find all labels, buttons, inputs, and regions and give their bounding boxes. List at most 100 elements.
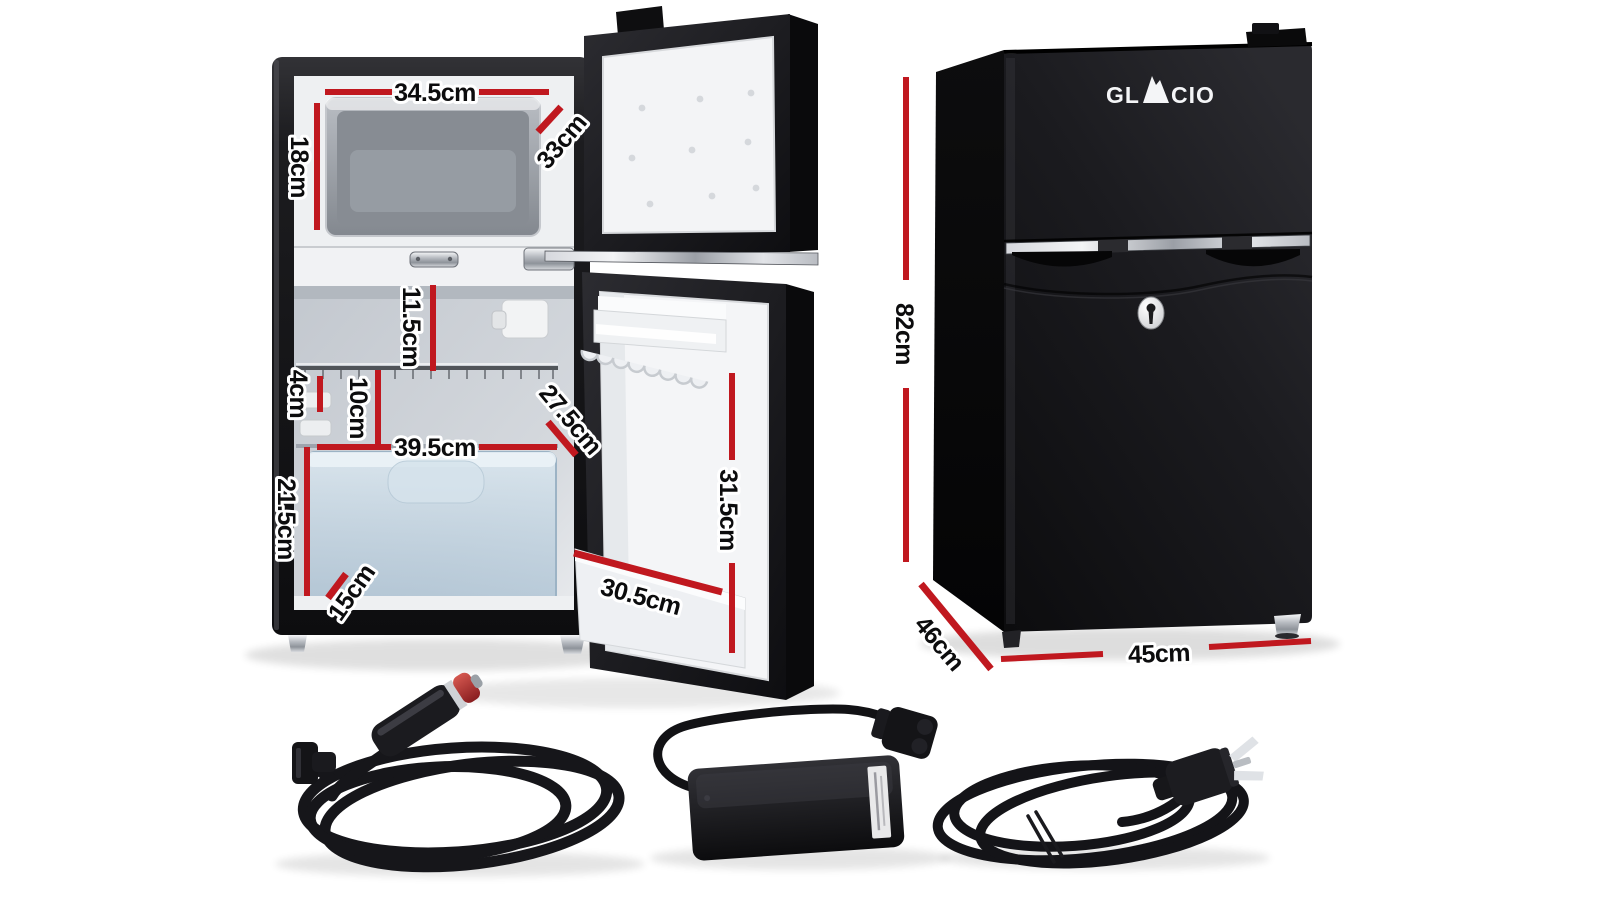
fridge-floor <box>294 596 574 610</box>
adapter-ac-connector <box>871 707 938 759</box>
closed-fridge-shadow <box>920 628 1340 660</box>
adapter-cable <box>653 704 891 793</box>
latch-screw-right <box>447 256 453 262</box>
handle-scoop-left <box>1012 251 1112 267</box>
plug-body-sheen <box>377 689 444 736</box>
dim-door-height: 31.5cm <box>711 373 745 653</box>
door-gap-line <box>1003 231 1313 243</box>
mid-hinge-bar <box>544 250 819 266</box>
dim-freezer-width: 34.5cm <box>325 76 549 110</box>
crisper-rim <box>306 452 556 467</box>
wire-shelf-ticks <box>304 370 554 379</box>
dim-lower-height: 21.5cm <box>269 447 310 596</box>
dim-label-mid-shelf-gap: 10cm <box>344 377 372 439</box>
dim-overall-width: 45cm <box>1000 636 1312 672</box>
au-plug-pin-top <box>1229 736 1259 762</box>
closed-foot-left <box>1002 630 1021 648</box>
dim-label-freezer-width: 34.5cm <box>394 79 476 107</box>
fridge-door-edge <box>786 284 814 700</box>
crisper-handle-notch <box>387 460 485 504</box>
accessory-power-cord <box>932 736 1270 870</box>
dim-label-overall-width: 45cm <box>1128 639 1191 669</box>
freezer-bin-inner-floor <box>350 150 516 212</box>
adapter-label-text-line-2 <box>879 775 886 826</box>
thermostat-box <box>501 299 549 339</box>
door-bin-rail <box>596 324 716 344</box>
cabinet-foot-left <box>288 635 307 652</box>
plug-tip-contact <box>470 674 483 689</box>
cord-au-plug <box>1152 736 1264 806</box>
side-tray-lower <box>299 419 332 437</box>
freezer-door-dimples <box>628 89 760 208</box>
plug-collar <box>443 679 468 710</box>
freezer-latch-handle <box>409 251 459 268</box>
open-fridge-door <box>574 272 814 700</box>
closed-fridge: GL CIO <box>920 23 1340 660</box>
door-lock <box>1137 296 1165 330</box>
dim-freezer-height: 18cm <box>282 103 320 230</box>
au-plug-pin-earth <box>1232 756 1252 769</box>
dim-label-overall-height: 82cm <box>890 303 918 365</box>
dim-label-fridge-width: 39.5cm <box>394 434 476 462</box>
dim-label-lower-height: 21.5cm <box>272 478 300 560</box>
car-charger-dc-connector <box>292 742 336 784</box>
glass-shelf-edge <box>296 444 558 448</box>
adapter-brick-top-bevel <box>695 761 893 809</box>
adapter-brick <box>687 755 905 861</box>
brand-logo-right: CIO <box>1171 82 1215 108</box>
closed-foot-right-base <box>1275 633 1299 639</box>
cabinet-left-highlight <box>274 60 279 630</box>
thermostat-knob <box>491 310 507 330</box>
adapter-led <box>704 795 711 802</box>
dim-top-shelf-gap: 11.5cm <box>394 284 436 371</box>
front-left-edge-highlight <box>1006 58 1015 624</box>
wire-shelf-highlight <box>296 363 558 365</box>
adapter-label-text-line-1 <box>873 772 881 831</box>
lock-slot <box>1148 310 1154 324</box>
brand-logo-left: GL <box>1106 82 1140 108</box>
closed-fridge-side-panel <box>933 50 1004 632</box>
open-freezer-door <box>584 6 818 252</box>
dim-label-left-gap: 4cm <box>284 370 312 419</box>
freezer-door-panel <box>602 35 777 235</box>
latch-screw-left <box>415 256 421 262</box>
handle-bracket-right <box>1222 236 1252 250</box>
open-fridge-shadow <box>245 639 635 671</box>
brand-logo: GL CIO <box>1106 76 1215 108</box>
accessory-power-adapter <box>650 704 950 870</box>
car-charger-plug <box>371 672 483 757</box>
au-plug-pin-bottom <box>1234 770 1264 781</box>
plug-body <box>371 685 461 757</box>
adapter-brick-body <box>687 755 905 861</box>
freezer-door-top-hinge <box>616 6 664 36</box>
adapter-label <box>867 765 892 839</box>
brand-logo-mountain-icon <box>1143 76 1169 103</box>
dim-mid-shelf-gap: 10cm <box>341 370 381 447</box>
dim-label-door-height: 31.5cm <box>714 469 742 551</box>
lower-door-seam-highlight <box>1003 278 1313 299</box>
cabinet-foot-right <box>560 635 585 654</box>
top-hinge-block <box>1252 23 1279 34</box>
door-bottle-rail-scallops <box>580 349 709 389</box>
side-tray-upper <box>299 391 332 409</box>
dim-overall-height: 82cm <box>887 77 921 562</box>
freezer-bin-rim <box>326 98 540 110</box>
closed-fridge-front <box>1004 42 1312 632</box>
open-fridge <box>245 6 840 708</box>
lower-door-seam <box>1003 274 1313 296</box>
door-bin-upper-back <box>598 296 726 322</box>
handle-scoop-right <box>1206 249 1300 267</box>
dim-left-gap: 4cm <box>281 367 323 421</box>
cord-tie-ends <box>1026 810 1064 864</box>
dim-label-top-shelf-gap: 11.5cm <box>397 287 425 367</box>
dimension-annotations: 34.5cm 18cm 33cm 11.5cm 4cm 10cm 27.5cm <box>269 76 1312 679</box>
dim-fridge-width: 39.5cm <box>317 431 557 465</box>
accessory-car-charger <box>275 672 645 877</box>
closed-foot-right <box>1274 614 1301 636</box>
plug-red-tip <box>453 672 481 703</box>
dim-label-freezer-height: 18cm <box>285 136 313 198</box>
wire-shelf <box>296 366 558 370</box>
handle-bracket-left <box>1098 239 1128 253</box>
